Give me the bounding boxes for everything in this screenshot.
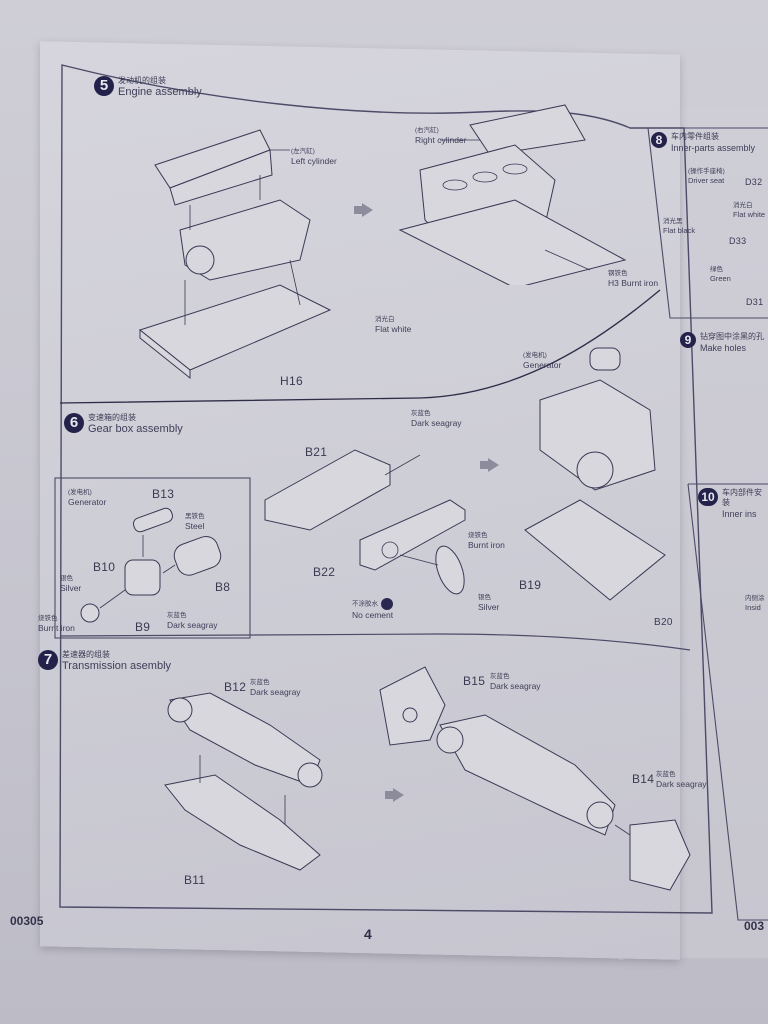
part-label-d31: D31	[746, 297, 764, 307]
step-number-badge: 6	[64, 413, 84, 433]
callout-generator-main: (发电机)Generator	[523, 352, 562, 370]
part-label-b21: B21	[305, 445, 328, 459]
divider-5-6	[59, 289, 661, 404]
kit-code: 00305	[10, 914, 44, 928]
section-title-cn: 车内零件组装	[671, 132, 719, 141]
part-label-b20: B20	[654, 617, 673, 628]
part-label-b9: B9	[135, 620, 151, 634]
next-step-arrow	[354, 203, 373, 217]
section-8-header: 8 车内零件组装 Inner-parts assembly	[651, 132, 755, 154]
section-9-header: 9 钻穿图中涂黑的孔 Make holes	[680, 332, 764, 354]
gearbox-complete-diagram	[524, 347, 666, 601]
differential-complete-diagram	[379, 666, 691, 891]
section-title-cn: 发动机的组装	[118, 76, 166, 85]
section-title-en: Transmission asembly	[62, 660, 172, 672]
section-7-header: 7 差速器的组装 Transmission asembly	[38, 650, 171, 672]
part-label-h16: H16	[280, 374, 303, 388]
part-label-b14: B14	[632, 772, 655, 786]
section-title-cn: 变速箱的组装	[88, 413, 136, 422]
step-number-badge: 10	[698, 488, 718, 506]
callout-left-cylinder: (左汽缸)Left cylinder	[291, 148, 337, 166]
section-title-cn: 差速器的组装	[62, 650, 110, 659]
facing-page-kit-code: 003	[744, 919, 765, 933]
section-title-cn: 钻穿图中涂黑的孔	[700, 332, 764, 341]
frame-section-8	[647, 127, 768, 319]
inset-frame-6	[54, 477, 251, 639]
no-cement-icon	[381, 598, 393, 610]
step-number-badge: 9	[680, 332, 696, 348]
step-number-badge: 8	[651, 132, 667, 148]
section-6-header: 6 变速箱的组装 Gear box assembly	[64, 413, 183, 435]
divider-6-7	[59, 633, 691, 651]
part-label-b8: B8	[215, 580, 231, 594]
gearbox-diagram	[264, 449, 466, 595]
frame-section-10	[687, 483, 768, 921]
callout-right-cylinder: (右汽缸)Right cylinder	[415, 127, 467, 145]
generator-parts-diagram	[80, 507, 222, 623]
engine-left-diagram	[138, 129, 332, 380]
part-label-d32: D32	[745, 177, 763, 187]
part-label-b22: B22	[313, 565, 336, 579]
section-title-en: Inner-parts assembly	[671, 143, 756, 153]
engine-complete-diagram	[398, 104, 627, 285]
page-number: 4	[364, 926, 372, 942]
section-title-en: Engine assembly	[118, 86, 202, 98]
section-title-cn: 车内部件安装	[722, 488, 762, 507]
step-number-badge: 7	[38, 650, 58, 670]
callout-driver-seat: (操作手座椅)Driver seat	[688, 168, 725, 185]
step-number-badge: 5	[94, 76, 114, 96]
callout-generator-inset: (发电机)Generator	[68, 489, 107, 507]
section-10-header: 10 车内部件安装 Inner ins	[698, 488, 768, 520]
section-title-en: Gear box assembly	[88, 423, 183, 435]
part-label-b10: B10	[93, 560, 116, 574]
next-step-arrow	[480, 458, 499, 472]
part-label-d33: D33	[729, 236, 747, 246]
differential-left-diagram	[164, 692, 323, 871]
part-label-b12: B12	[224, 680, 247, 694]
part-label-b15: B15	[463, 674, 486, 688]
section-5-header: 5 发动机的组装 Engine assembly	[94, 76, 202, 98]
next-step-arrow	[385, 788, 404, 802]
part-label-b11: B11	[184, 873, 206, 887]
section-title-en: Inner ins	[722, 509, 757, 519]
part-label-b19: B19	[519, 578, 542, 592]
section-title-en: Make holes	[700, 343, 747, 353]
frame-section-5-6-7	[59, 64, 713, 914]
part-label-b13: B13	[152, 487, 175, 501]
